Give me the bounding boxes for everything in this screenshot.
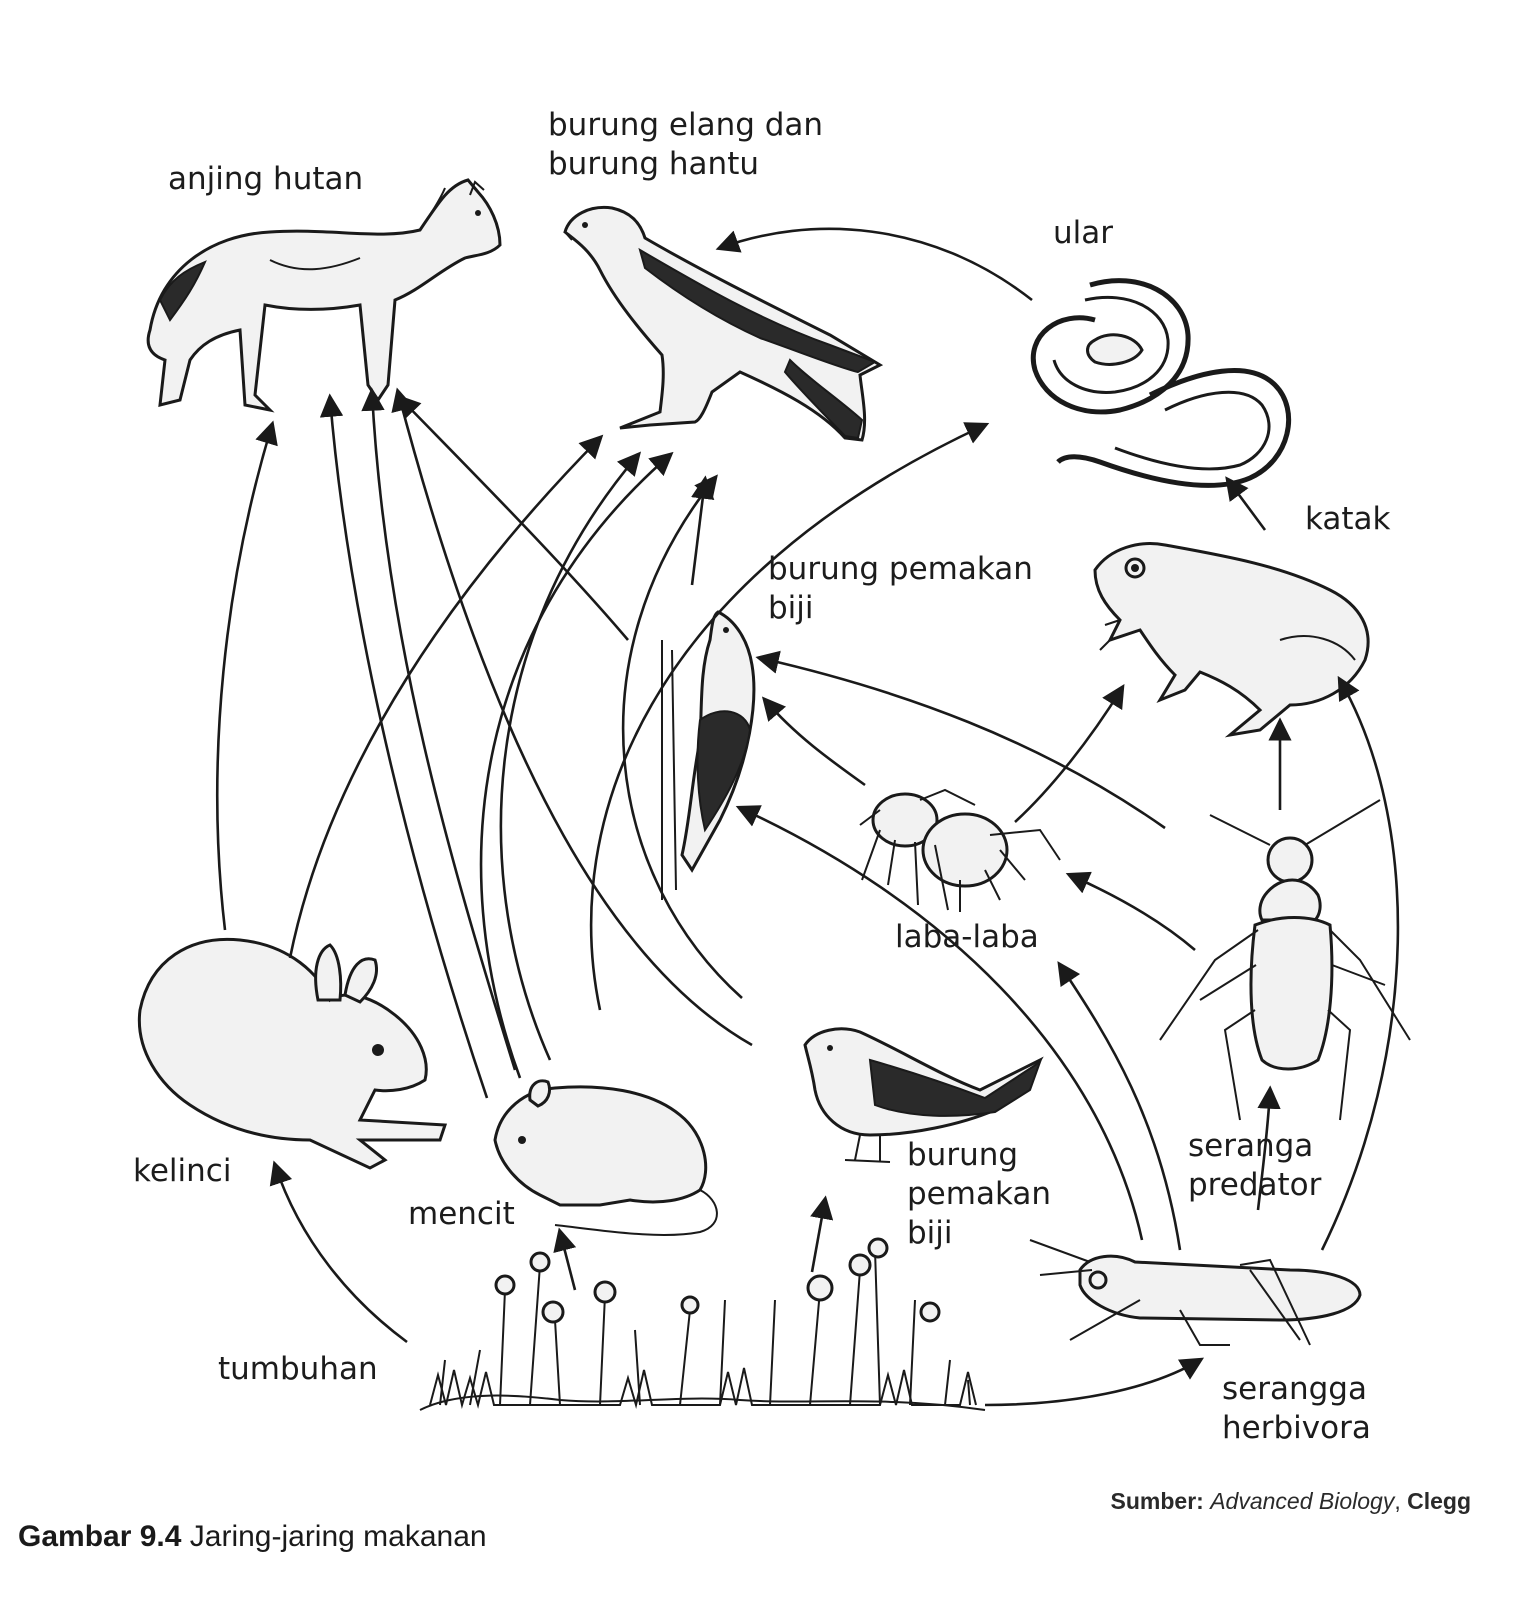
arrow-mencit-elang [501, 455, 638, 1060]
arrow-kelinci-elang [290, 438, 600, 958]
wild-dog-drawing [148, 180, 500, 410]
arrow-laba-bird [765, 700, 865, 785]
predator-beetle-drawing [1160, 800, 1410, 1120]
label-laba-laba: laba-laba [895, 918, 1039, 957]
caption-text: Jaring-jaring makanan [190, 1520, 487, 1553]
arrow-katak-ular [1228, 480, 1265, 530]
arrow-mencit-elang-2 [481, 455, 670, 1078]
snake-drawing [1033, 281, 1288, 486]
rabbit-drawing [139, 939, 445, 1168]
label-serangga-predator: seranga predator [1188, 1127, 1321, 1205]
source-prefix: Sumber: [1111, 1488, 1204, 1514]
label-tumbuhan: tumbuhan [218, 1350, 378, 1389]
mouse-drawing [495, 1081, 717, 1235]
source-author: Clegg [1407, 1488, 1471, 1514]
arrow-tumbuhan-bird [812, 1200, 825, 1272]
label-burung-elang: burung elang dan burung hantu [548, 106, 823, 184]
figure-caption: Gambar 9.4 Jaring-jaring makanan [18, 1520, 487, 1554]
arrow-tumbuhan-kelinci [275, 1165, 407, 1342]
plants-drawing [420, 1239, 985, 1410]
label-ular: ular [1053, 214, 1113, 253]
arrow-birdtop-elang [692, 480, 705, 585]
arrow-ular-elang [720, 229, 1032, 300]
arrow-tumbuhan-herbivora [985, 1360, 1200, 1405]
source-title: Advanced Biology [1210, 1488, 1394, 1514]
arrow-predator-laba [1070, 875, 1195, 950]
seed-bird-top-drawing [662, 612, 754, 900]
label-mencit: mencit [408, 1195, 515, 1234]
arrow-tumbuhan-mencit [560, 1232, 575, 1290]
label-katak: katak [1305, 500, 1391, 539]
frog-drawing [1095, 544, 1368, 735]
caption-number: Gambar 9.4 [18, 1520, 181, 1553]
arrow-predator-bird [760, 658, 1165, 828]
hawk-drawing [565, 207, 880, 440]
grasshopper-drawing [1030, 1240, 1360, 1345]
arrow-bird-anjing [398, 392, 752, 1045]
label-serangga-herbivora: serangga herbivora [1222, 1370, 1371, 1448]
source-separator: , [1394, 1488, 1400, 1514]
arrow-laba-katak [1015, 688, 1122, 822]
source-credit: Sumber: Advanced Biology, Clegg [1111, 1488, 1471, 1515]
arrow-kelinci-anjing [217, 425, 272, 930]
label-burung-pemakan-biji-bottom: burung pemakan biji [907, 1136, 1051, 1253]
label-burung-pemakan-biji-top: burung pemakan biji [768, 550, 1033, 628]
label-kelinci: kelinci [133, 1152, 231, 1191]
arrow-herbivora-laba [1060, 965, 1180, 1250]
label-anjing-hutan: anjing hutan [168, 160, 363, 199]
